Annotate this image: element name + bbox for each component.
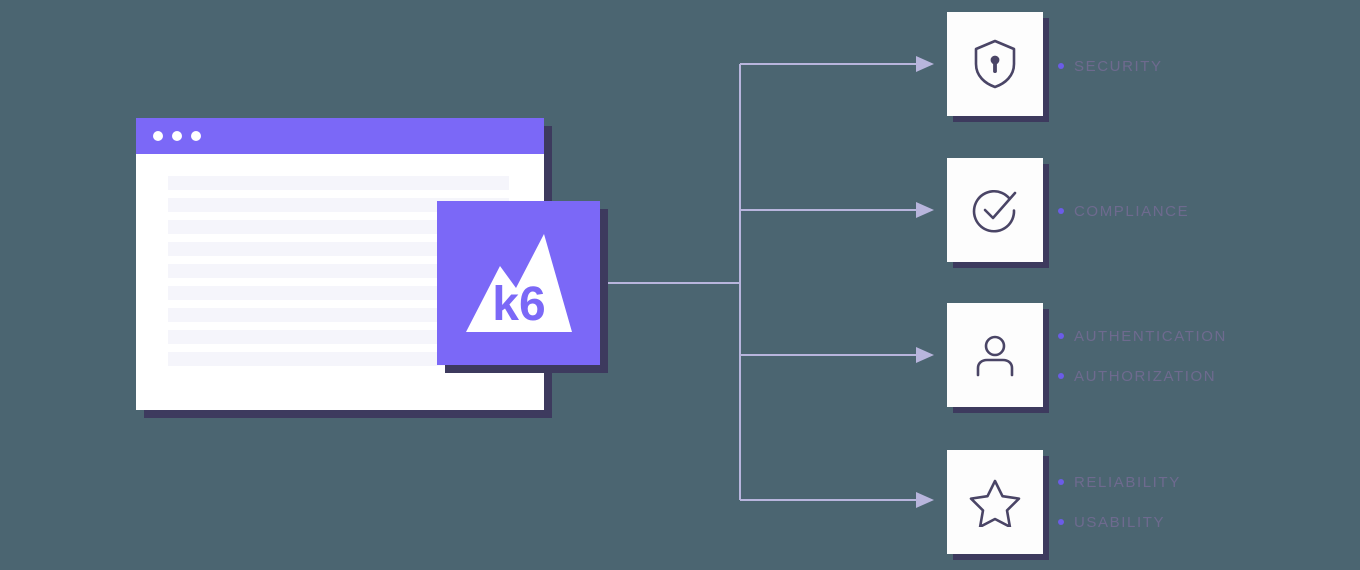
label-row: SECURITY [1058, 55, 1163, 77]
label-row: AUTHORIZATION [1058, 365, 1227, 387]
label-reliability: RELIABILITY [1074, 473, 1181, 491]
card-compliance[interactable] [947, 158, 1049, 268]
content-placeholder-line [168, 242, 509, 256]
bullet-icon [1058, 373, 1064, 379]
k6-wordmark: k6 [492, 278, 545, 331]
k6-logo-square: k6 [437, 201, 600, 365]
card-face [947, 158, 1043, 262]
bullet-icon [1058, 519, 1064, 525]
label-compliance: COMPLIANCE [1074, 202, 1190, 220]
arrowhead-security [916, 56, 934, 72]
label-group-security: SECURITY [1058, 55, 1163, 77]
content-placeholder-line [168, 308, 509, 322]
content-placeholder-line [168, 330, 509, 344]
bullet-icon [1058, 208, 1064, 214]
card-face [947, 12, 1043, 116]
card-face [947, 450, 1043, 554]
k6-logo-tile: k6 [437, 201, 608, 373]
arrowhead-auth [916, 347, 934, 363]
bullet-icon [1058, 479, 1064, 485]
bullet-icon [1058, 63, 1064, 69]
label-row: RELIABILITY [1058, 471, 1181, 493]
card-face [947, 303, 1043, 407]
label-authorization: AUTHORIZATION [1074, 367, 1217, 385]
content-placeholder-line [168, 198, 509, 212]
browser-titlebar [136, 118, 544, 154]
label-group-authentication: AUTHENTICATION AUTHORIZATION [1058, 325, 1227, 387]
content-placeholder-line [168, 220, 509, 234]
label-group-compliance: COMPLIANCE [1058, 200, 1189, 222]
card-authentication[interactable] [947, 303, 1049, 413]
label-row: AUTHENTICATION [1058, 325, 1227, 347]
shield-lock-icon [974, 39, 1016, 89]
card-reliability[interactable] [947, 450, 1049, 560]
bullet-icon [1058, 333, 1064, 339]
check-circle-icon [972, 189, 1017, 233]
window-dot-maximize-icon[interactable] [191, 131, 201, 141]
label-usability: USABILITY [1074, 513, 1166, 531]
user-icon [976, 335, 1014, 377]
star-icon [969, 479, 1021, 527]
content-placeholder-line [168, 352, 509, 366]
label-row: USABILITY [1058, 511, 1181, 533]
content-placeholder-line [168, 286, 509, 300]
card-security[interactable] [947, 12, 1049, 122]
content-placeholder-line [168, 264, 509, 278]
label-security: SECURITY [1074, 57, 1163, 75]
window-dot-minimize-icon[interactable] [172, 131, 182, 141]
window-dot-close-icon[interactable] [153, 131, 163, 141]
label-authentication: AUTHENTICATION [1074, 327, 1227, 345]
arrowhead-compliance [916, 202, 934, 218]
arrowhead-reliability [916, 492, 934, 508]
label-row: COMPLIANCE [1058, 200, 1189, 222]
browser-content-area [136, 154, 544, 410]
k6-mountain-icon: k6 [465, 234, 572, 332]
content-placeholder-line [168, 176, 509, 190]
label-group-reliability: RELIABILITY USABILITY [1058, 471, 1181, 533]
